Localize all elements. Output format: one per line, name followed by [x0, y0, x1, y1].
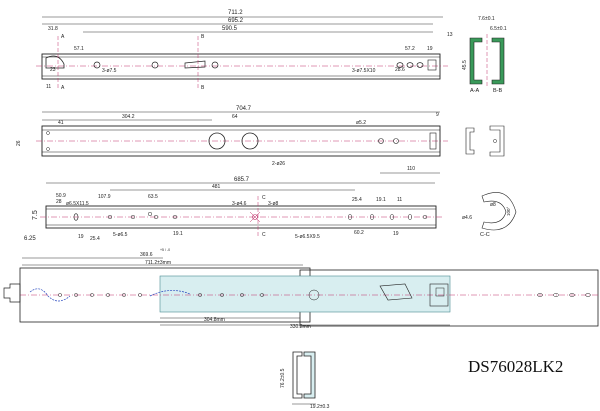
dim-369-6: 369.6: [140, 252, 153, 258]
dim-28: 28: [56, 199, 62, 205]
dim-7-5: 7.5: [32, 210, 39, 220]
dim-9: 9: [436, 112, 439, 118]
section-b-bottom: B: [201, 85, 205, 91]
dim-41: 41: [58, 120, 64, 126]
slot-6-5x11-5: ø6.5X11.5: [66, 201, 89, 207]
dim-107-9: 107.9: [98, 194, 111, 200]
dim-64: 64: [232, 114, 238, 120]
dim-13: 13: [447, 32, 453, 38]
dim-369-6-tol: +5 / -0: [160, 248, 170, 252]
section-b-top: B: [201, 34, 205, 40]
dim-31-8: 31.8: [48, 26, 58, 32]
dim-695-2: 695.2: [228, 18, 244, 24]
section-view2-profile: [465, 125, 505, 157]
profile-width: 19.2±0.3: [310, 404, 330, 410]
dim-685-7: 685.7: [234, 177, 250, 183]
view-4-assembly: 369.6 +5 / -0 711.2±3mm 304.8mm: [3, 248, 599, 330]
dim-6-25: 6.25: [24, 236, 36, 242]
dim-19: 19: [427, 46, 433, 52]
dim-25-4-right: 25.4: [352, 197, 362, 203]
section-c-bottom: C: [262, 232, 266, 238]
aa-height: 45.5: [462, 60, 468, 70]
dim-26: 26: [16, 140, 22, 146]
view-2-rail: 704.7 304.2 64 41 9 26 ø5.2 2-ø26 110: [16, 106, 448, 174]
dim-704-7: 704.7: [236, 106, 252, 112]
dim-25-4-bottom: 25.4: [90, 236, 100, 242]
dim-50-9: 50.9: [56, 193, 66, 199]
hole-3-8: 3-ø8: [268, 201, 279, 207]
aa-width: 7.6±0.1: [478, 16, 495, 22]
slots-5-6-5x9-5: 5-ø6.5X9.5: [295, 234, 320, 240]
view-3-rail: 685.7 481 50.9 28 ø6.5X11.5 107.9 63.5 3…: [24, 177, 444, 242]
dim-19-bottom-right: 19: [393, 231, 399, 237]
dim-63-5: 63.5: [148, 194, 158, 200]
section-cc-label: C-C: [480, 232, 490, 238]
section-a-top: A: [61, 34, 65, 40]
dim-711-2-total: 711.2±3mm: [145, 260, 171, 266]
dim-711-2: 711.2: [228, 10, 243, 16]
dim-28-6: 28.6: [395, 67, 405, 73]
dim-11-right: 11: [397, 197, 402, 203]
cc-hole-4-6: ø4.6: [462, 215, 472, 221]
dim-11: 11: [46, 84, 51, 90]
dim-60-2: 60.2: [354, 230, 364, 236]
hole-3-4-6: 3-ø4.6: [232, 201, 247, 207]
profile-view: 76.2±0.5 19.2±0.3: [280, 351, 330, 410]
profile-height: 76.2±0.5: [280, 368, 286, 388]
section-c-top: C: [262, 195, 266, 201]
section-bb-label: B-B: [493, 88, 503, 94]
dim-110: 110: [407, 166, 415, 172]
section-a-bottom: A: [61, 85, 65, 91]
dim-304-2: 304.2: [122, 114, 135, 120]
section-aa-label: A-A: [470, 88, 480, 94]
dim-19-1-bottom: 19.1: [173, 231, 183, 237]
cc-angle: 100°: [506, 206, 511, 216]
hole-left-label: 3-ø7.5: [102, 68, 117, 74]
section-cc: ø8 ø4.6 100° C-C: [462, 192, 517, 238]
dim-481: 481: [212, 184, 221, 190]
hole-5-2: ø5.2: [356, 120, 366, 126]
dim-57-1: 57.1: [74, 46, 84, 52]
view-1-rail: 711.2 695.2 590.5 31.8 57.1 57.2 19 13 2…: [36, 10, 453, 91]
dim-304-8mm: 304.8mm: [204, 317, 225, 323]
dim-57-2: 57.2: [405, 46, 415, 52]
dim-19-bottom: 19: [78, 234, 84, 240]
holes-5-6-5: 5-ø6.5: [113, 232, 128, 238]
holes-2-26: 2-ø26: [272, 161, 285, 167]
hole-right-label: 3-ø7.5X10: [352, 68, 376, 74]
dim-23: 23: [50, 67, 56, 73]
bb-width: 6.5±0.1: [490, 26, 507, 32]
dim-19-1-right: 19.1: [376, 197, 386, 203]
part-number: DS76028LK2: [468, 357, 563, 376]
section-aa-bb: 7.6±0.1 6.5±0.1 45.5 A-A B-B: [462, 16, 507, 94]
cc-hole-8: ø8: [490, 202, 496, 208]
dim-330-2mm: 330.2mm: [290, 324, 311, 330]
dim-590-5: 590.5: [222, 26, 238, 32]
